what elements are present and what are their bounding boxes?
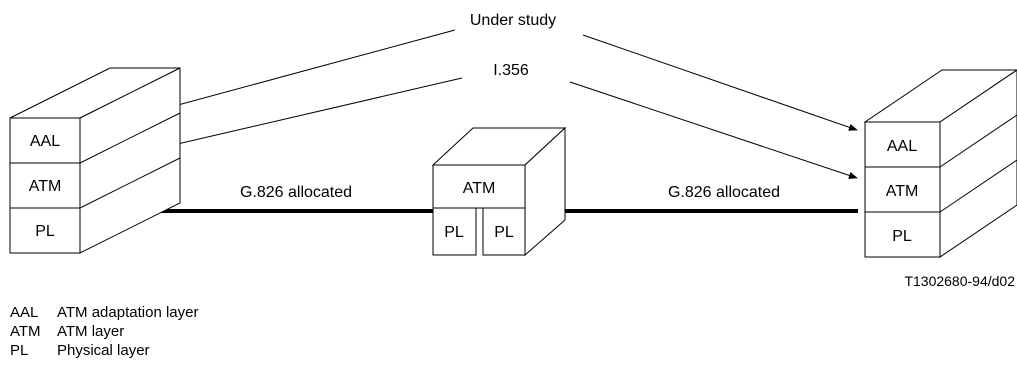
middle-node-pl-left-box — [432, 207, 477, 256]
legend-row: PL Physical layer — [10, 341, 198, 360]
right-stack-aal: AAL — [887, 138, 917, 155]
legend-row: ATM ATM layer — [10, 322, 198, 341]
legend-abbr: AAL — [10, 304, 39, 321]
right-stack — [863, 69, 1017, 258]
legend-abbr: ATM — [10, 323, 41, 340]
right-stack-top — [863, 69, 1017, 123]
legend-text: ATM layer — [57, 323, 125, 340]
left-stack-pl: PL — [35, 223, 55, 240]
link-right-label: G.826 allocated — [668, 184, 780, 201]
link-left-label: G.826 allocated — [240, 184, 352, 201]
right-stack-front — [864, 121, 941, 258]
middle-node-pl-left: PL — [444, 224, 464, 241]
middle-node-pl-right-box — [482, 207, 526, 256]
legend-row: AAL ATM adaptation layer — [10, 303, 198, 322]
label-i356: I.356 — [493, 62, 529, 79]
legend-text: ATM adaptation layer — [57, 304, 199, 321]
arrow-under-study-left — [129, 29, 456, 120]
arrow-i356-right — [569, 81, 858, 179]
middle-node — [431, 126, 567, 257]
left-stack-atm: ATM — [29, 178, 62, 195]
right-stack-pl: PL — [892, 228, 912, 245]
arrow-i356-left — [129, 77, 463, 157]
legend-text: Physical layer — [57, 342, 150, 359]
left-stack-aal: AAL — [30, 133, 60, 150]
label-under-study: Under study — [470, 12, 556, 29]
middle-node-atm-box — [432, 164, 526, 209]
protocol-stack-diagram: Under study I.356 G.826 allocated G.826 … — [9, 12, 1017, 289]
arrow-under-study-right — [582, 34, 858, 131]
legend: AAL ATM adaptation layer ATM ATM layer P… — [10, 303, 198, 360]
middle-node-pl-right: PL — [494, 224, 514, 241]
annotation-arrows — [129, 29, 858, 179]
middle-node-atm: ATM — [463, 180, 496, 197]
left-stack-front — [9, 117, 81, 254]
right-stack-atm: ATM — [886, 183, 919, 200]
left-stack — [9, 67, 181, 254]
figure-id: T1302680-94/d02 — [904, 273, 1015, 289]
legend-abbr: PL — [10, 342, 29, 359]
